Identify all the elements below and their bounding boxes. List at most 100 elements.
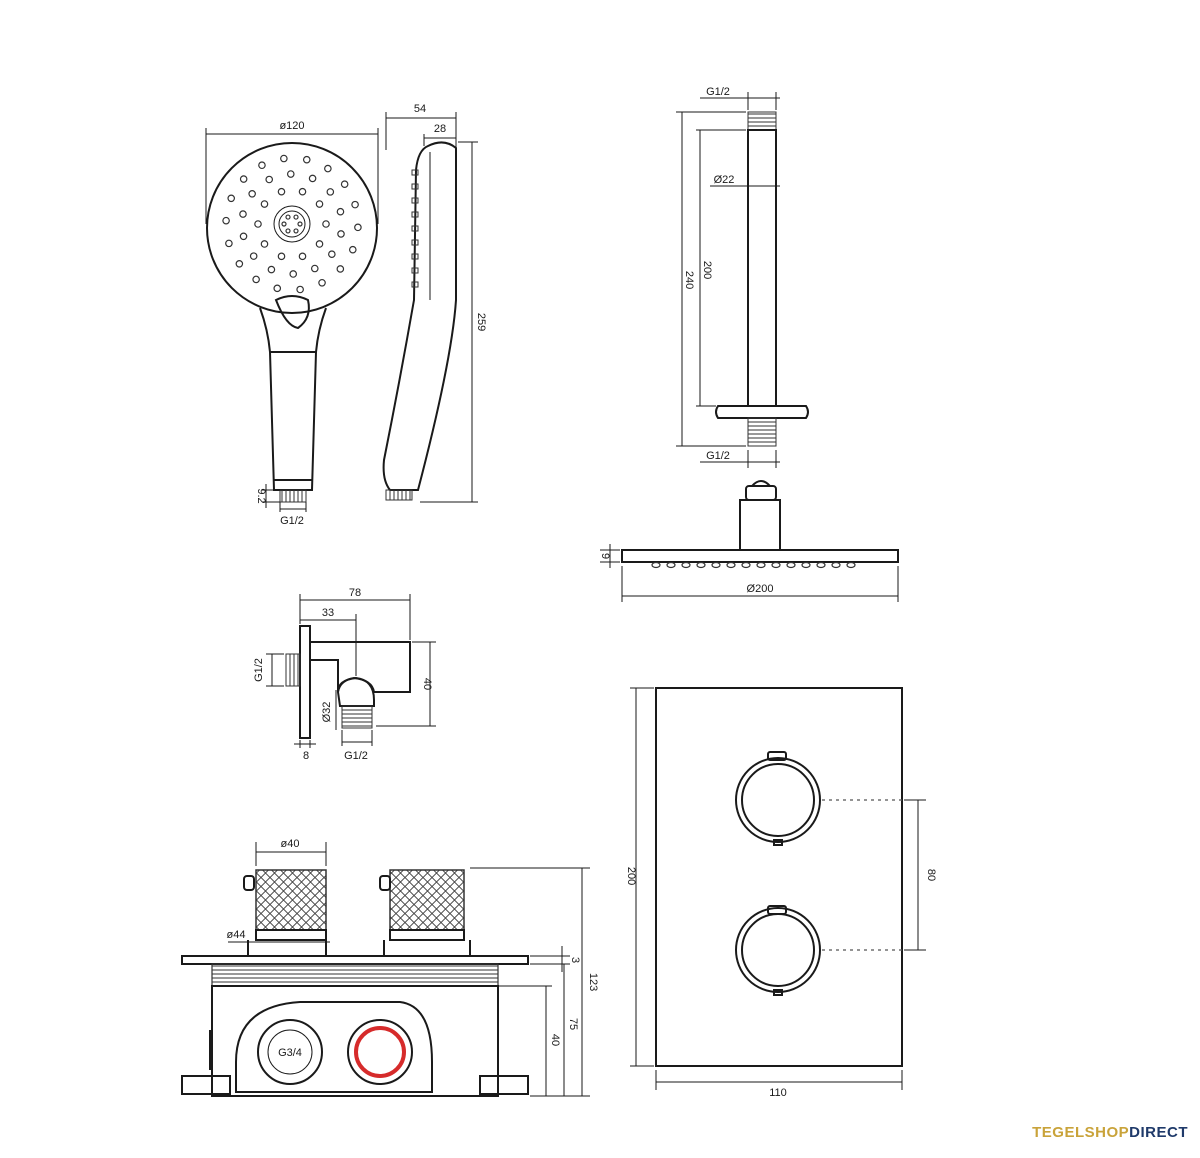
wall-outlet-thread-bottom: [341, 705, 373, 729]
rain-nozzle: [846, 561, 856, 569]
rain-nozzle: [726, 561, 736, 569]
nozzle-hole-center: [293, 214, 299, 220]
nozzle-hole: [302, 155, 311, 164]
rain-nozzle: [711, 561, 721, 569]
label-outlet-diameter: Ø32: [321, 702, 333, 723]
rain-head-neck: [739, 499, 781, 551]
nozzle-hole-center: [285, 228, 291, 234]
nozzle-hole: [315, 240, 324, 248]
inlet-right-red-ring: [354, 1026, 406, 1078]
label-box-plate-depth: 3: [569, 957, 581, 963]
label-arm-length-inner: 200: [701, 261, 713, 279]
box-cover-plate: [181, 955, 529, 965]
nozzle-hole: [277, 252, 286, 261]
side-nozzle: [411, 211, 419, 218]
side-nozzle: [411, 281, 419, 288]
nozzle-hole: [336, 207, 345, 216]
nozzle-hole: [248, 189, 256, 198]
handshower-thread: [279, 489, 307, 503]
rain-nozzle: [816, 561, 826, 569]
nozzle-hole: [298, 252, 307, 261]
nozzle-hole: [318, 278, 326, 287]
nozzle-hole: [260, 200, 269, 208]
cover-knob-top: [735, 757, 821, 843]
nozzle-hole: [328, 250, 336, 259]
brand-logo: TEGELSHOPDIRECT: [1032, 1124, 1188, 1141]
nozzle-hole: [351, 200, 359, 209]
nozzle-hole: [324, 164, 332, 173]
label-outlet-length-axis: 33: [322, 607, 334, 619]
brand-logo-part2: DIRECT: [1129, 1124, 1188, 1141]
dim-cover-plate: 200 80 110: [625, 687, 937, 1099]
label-cover-height: 200: [625, 867, 637, 885]
nozzle-hole-center: [297, 221, 303, 227]
label-arm-diameter: Ø22: [714, 174, 735, 186]
nozzle-hole: [277, 187, 286, 196]
wall-outlet-plate: [299, 625, 311, 739]
label-cover-width: 110: [769, 1087, 787, 1099]
box-inlet-panel: [235, 1001, 433, 1093]
rain-nozzle: [756, 561, 766, 569]
nozzle-hole: [239, 175, 248, 183]
label-box-height-75: 75: [567, 1018, 579, 1030]
knob-left-stop: [243, 875, 255, 891]
side-nozzle: [411, 267, 419, 274]
handshower-front-view: [206, 142, 378, 503]
shower-arm: [715, 111, 809, 447]
nozzle-hole: [222, 216, 230, 225]
cover-plate: [655, 687, 903, 1067]
dim-rain-head: 9 Ø200: [599, 544, 899, 602]
cover-knob-bottom: [735, 907, 821, 993]
label-outlet-plate-depth: 8: [303, 750, 309, 762]
side-nozzle: [411, 225, 419, 232]
nozzle-hole: [315, 200, 324, 208]
label-rain-head-height: 9: [599, 553, 611, 559]
rain-nozzle: [831, 561, 841, 569]
nozzle-hole: [354, 223, 362, 232]
inlet-left: [257, 1019, 323, 1085]
nozzle-hole: [265, 175, 274, 184]
label-handshower-length: 259: [475, 313, 487, 331]
nozzle-hole: [326, 188, 335, 196]
shower-arm-tube: [747, 129, 777, 407]
nozzle-hole: [267, 265, 276, 274]
rain-nozzle: [801, 561, 811, 569]
nozzle-hole: [296, 285, 304, 294]
nozzle-hole-center: [285, 214, 291, 220]
handshower-head-outline: [206, 142, 378, 314]
label-box-rosette-diameter: ø44: [227, 929, 246, 941]
knob-left-knurl: [255, 869, 327, 931]
handshower-button: [274, 295, 310, 330]
nozzle-hole: [340, 180, 349, 189]
dim-handshower-depth: 54 28: [385, 103, 457, 150]
nozzle-hole: [252, 275, 260, 284]
box-housing: [211, 985, 499, 1097]
label-handshower-nut-height: 9.2: [255, 488, 267, 503]
label-handshower-connection: G1/2: [280, 515, 304, 527]
handshower-handle: [259, 307, 327, 491]
nozzle-hole: [310, 264, 319, 273]
rain-head: [621, 480, 899, 569]
label-outlet-height: 40: [421, 678, 433, 690]
nozzle-hole: [322, 220, 330, 228]
nozzle-hole: [298, 187, 307, 196]
label-box-height-40: 40: [549, 1034, 561, 1046]
nozzle-hole: [348, 245, 357, 254]
nozzle-hole: [258, 161, 266, 170]
label-arm-connection-bottom: G1/2: [706, 450, 730, 462]
nozzle-hole: [273, 284, 282, 293]
rain-nozzle: [696, 561, 706, 569]
brand-logo-part1: TEGELSHOP: [1032, 1124, 1130, 1141]
rain-nozzle: [771, 561, 781, 569]
nozzle-hole: [249, 252, 258, 260]
side-nozzle: [411, 183, 419, 190]
label-handshower-depth-head: 28: [434, 123, 446, 135]
shower-arm-bottom-thread: [747, 417, 777, 447]
dim-handshower-diameter: ø120: [205, 120, 379, 224]
nozzle-hole: [280, 154, 288, 163]
nozzle-hole: [260, 240, 269, 248]
label-arm-length-total: 240: [683, 271, 695, 289]
label-outlet-length-total: 78: [349, 587, 361, 599]
side-nozzle: [411, 197, 419, 204]
box-foot-left: [181, 1075, 231, 1095]
